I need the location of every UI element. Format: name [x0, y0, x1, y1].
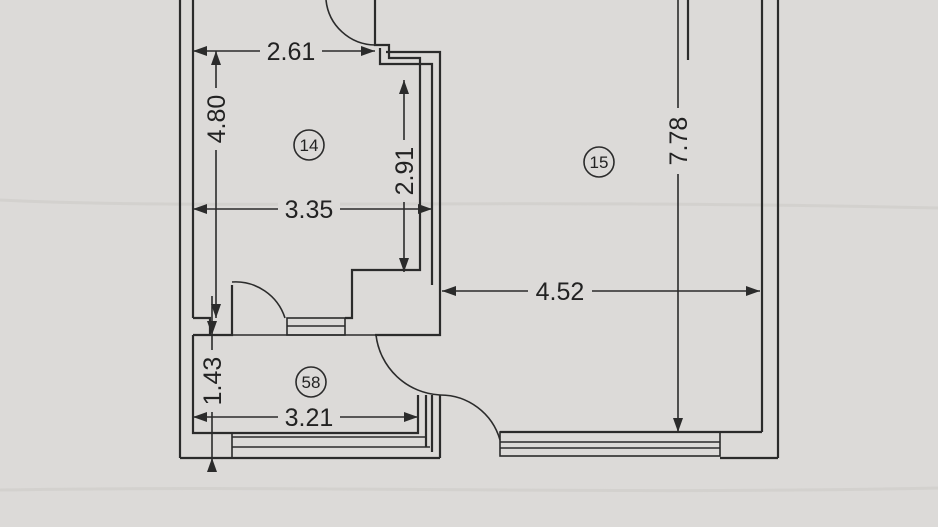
- arrowhead: [673, 418, 683, 432]
- label-bg: [528, 278, 592, 306]
- paper-crease: [0, 198, 938, 210]
- arrowhead: [211, 51, 221, 65]
- dim-label-3-35: 3.35: [285, 196, 334, 224]
- room-58-wall: [191, 335, 420, 435]
- door-15-swing-b: [439, 394, 501, 441]
- arrowhead: [399, 80, 409, 94]
- label-bg: [278, 195, 340, 223]
- dim-label-1-43: 1.43: [199, 357, 227, 406]
- room-15-marker: [583, 146, 615, 178]
- room-14-right-wall-c: [386, 50, 442, 295]
- arrowhead: [361, 46, 375, 56]
- arrowhead: [404, 412, 418, 422]
- dim-label-4-80: 4.80: [203, 95, 231, 144]
- window-15: [499, 431, 721, 457]
- arrowhead: [193, 204, 207, 214]
- dimension-labels: 2.61 4.80 3.35 2.91 7.78 4.52 1.43 3.21: [198, 37, 693, 432]
- partition-bottom-right: [375, 295, 442, 337]
- dim-label-7-78: 7.78: [665, 117, 693, 166]
- room-14-marker: [293, 129, 325, 161]
- label-bg: [390, 140, 418, 202]
- label-bg: [664, 108, 692, 174]
- label-bg: [278, 403, 340, 431]
- dim-label-2-91: 2.91: [391, 147, 419, 196]
- room-15-number: 15: [590, 153, 609, 172]
- arrowhead: [399, 258, 409, 272]
- room-14-right-wall-b: [378, 48, 434, 285]
- arrowhead: [746, 286, 760, 296]
- paper-crease-lower: [0, 486, 938, 493]
- arrowhead: [418, 204, 432, 214]
- doors: [231, 0, 501, 441]
- dim-label-2-61: 2.61: [267, 38, 316, 66]
- dimension-lines: [193, 0, 760, 472]
- dim-label-4-52: 4.52: [536, 278, 585, 306]
- room-14-right-wall: [345, 0, 422, 320]
- room-14-number: 14: [300, 136, 319, 155]
- arrowhead: [193, 46, 207, 56]
- arrowhead: [211, 304, 221, 318]
- walls: [178, 0, 780, 460]
- arrowhead: [442, 286, 456, 296]
- door-top-swing: [325, 0, 376, 46]
- label-bg: [260, 37, 322, 65]
- arrowhead: [207, 458, 217, 472]
- arrowhead: [193, 412, 207, 422]
- room-markers: 14 15 58: [293, 129, 615, 398]
- room-58-marker: [295, 366, 327, 398]
- label-bg: [198, 350, 226, 412]
- label-bg: [202, 88, 230, 150]
- room-58-number: 58: [302, 373, 321, 392]
- door-15-swing-a: [375, 334, 441, 396]
- arrowhead: [207, 321, 217, 335]
- door-58-swing: [231, 281, 286, 319]
- dim-label-3-21: 3.21: [285, 404, 334, 432]
